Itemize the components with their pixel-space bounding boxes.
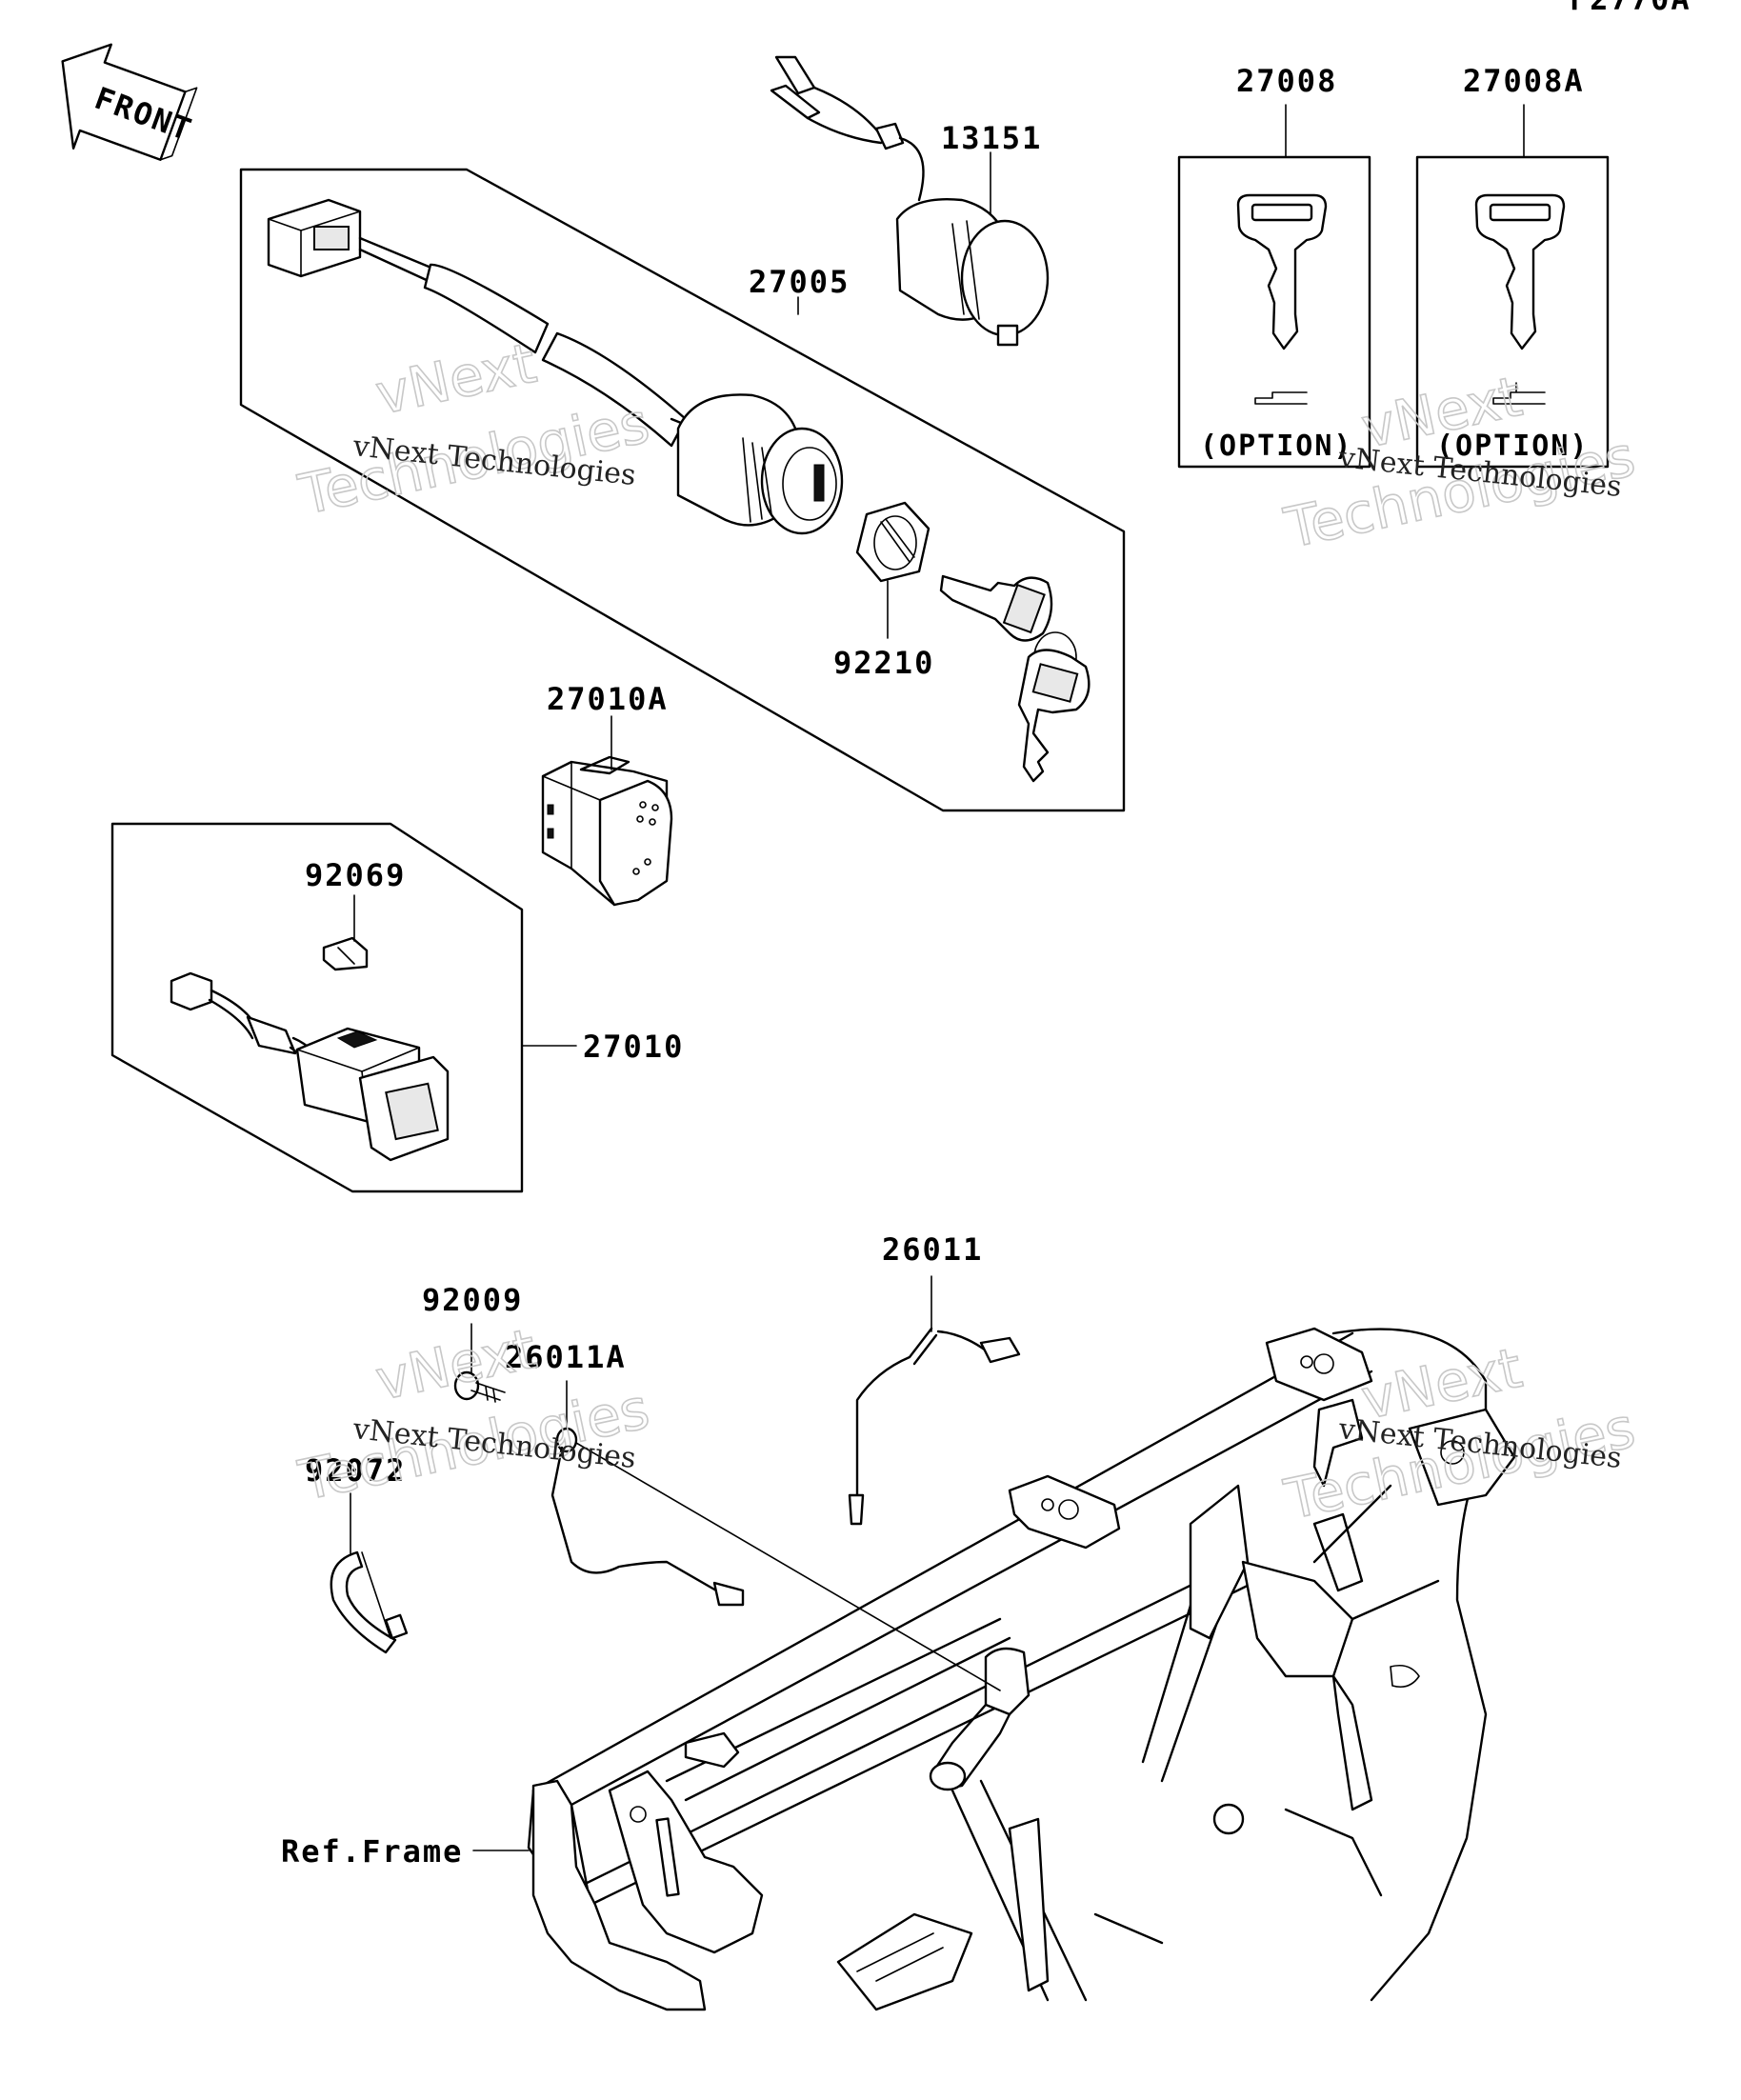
callout-labels: 13151 27005 27008 27008A 92210 27010A 92… [281,63,1585,1870]
option-label-27008a: (OPTION) [1436,430,1590,463]
option-key-box-27008: (OPTION) [1177,155,1371,469]
cable-tie-icon [330,1550,409,1654]
sensor-26011a-icon [550,1427,745,1607]
rocker-switch-icon [541,755,673,907]
group-outline-27008a [1415,155,1610,469]
callout-27008: 27008 [1236,63,1337,99]
front-arrow-icon: FRONT [61,43,197,161]
callout-27010a: 27010A [547,681,669,717]
connector-icon [267,198,362,278]
callout-92210: 92210 [833,645,934,681]
callout-92072: 92072 [305,1452,406,1489]
bolt-icon [453,1370,506,1403]
callout-26011: 26011 [882,1231,983,1268]
leader-install-line [575,1442,1001,1691]
ignition-switch-group [239,168,1126,812]
nut-icon [855,501,931,583]
callout-27008a: 27008A [1463,63,1585,99]
option-key-box-27008a: (OPTION) [1415,155,1610,469]
callout-27010: 27010 [583,1029,684,1065]
bulb-icon [322,936,369,971]
switch-27010-group [110,822,524,1193]
ignition-switch-icon [676,393,844,535]
key-icon [1236,193,1328,350]
key-cut-icon [1492,382,1546,405]
sensor-26011-icon [848,1327,1021,1526]
callout-92009: 92009 [422,1282,523,1318]
callout-ref-frame: Ref.Frame [281,1833,463,1870]
callout-27005: 27005 [749,264,850,300]
key-cut-icon [1254,391,1308,405]
key-pair-icon [939,574,1091,783]
group-outline-27008 [1177,155,1371,469]
option-label-27008: (OPTION) [1200,430,1353,463]
group-outline-27005 [239,168,1126,812]
switch-13151-icon [770,55,1050,347]
frame-icon [527,1327,1516,2011]
watermark-brand-top: vNext [370,330,542,428]
key-icon [1474,193,1566,350]
callout-92069: 92069 [305,857,406,893]
group-outline-27010 [110,822,524,1193]
callout-13151: 13151 [941,120,1042,156]
leader-lines [350,104,1525,1851]
callout-26011a: 26011A [505,1339,627,1375]
diagram-code: F2770A [1570,0,1691,17]
watermarks: vNext Technologies vNext Technologies vN… [292,330,1641,1533]
watermark-brand-top: vNext [370,1316,542,1413]
